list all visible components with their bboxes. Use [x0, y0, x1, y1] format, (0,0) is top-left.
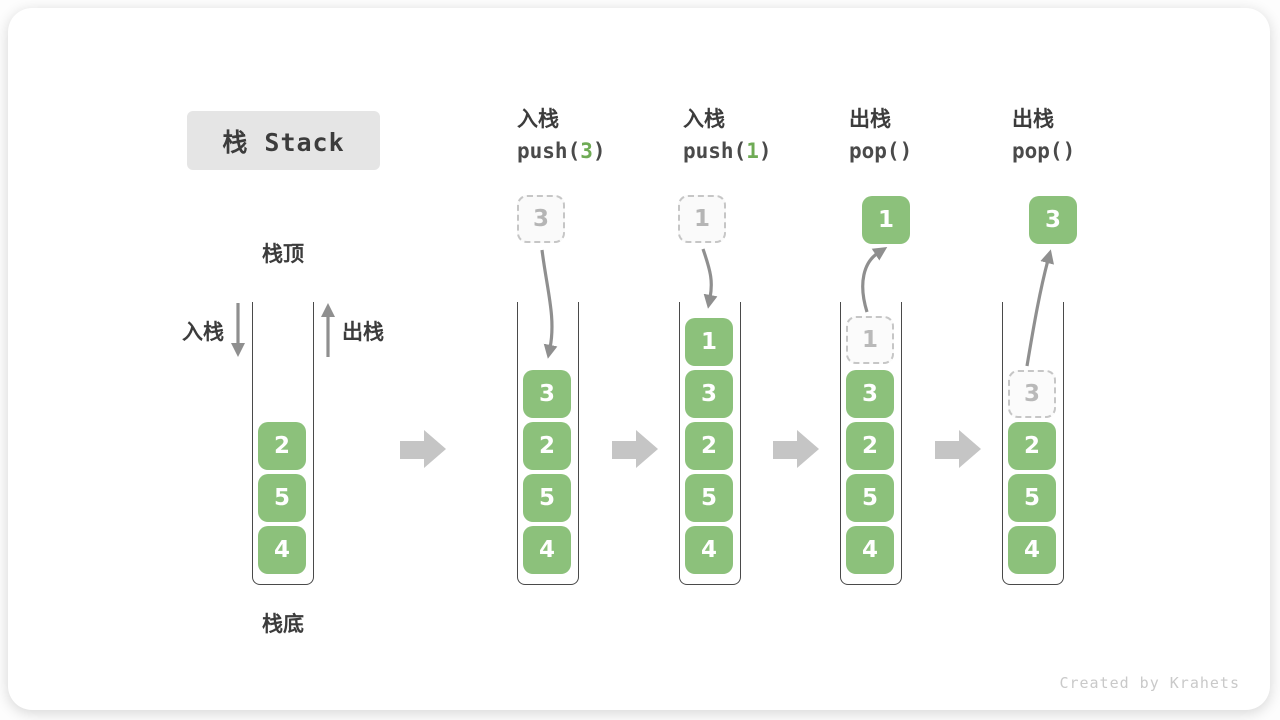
stack-cell: 3 — [685, 370, 733, 418]
stack-cell: 2 — [846, 422, 894, 470]
stack-container-push-1: 1 3 2 5 4 — [679, 302, 741, 585]
stack-cell: 5 — [523, 474, 571, 522]
op-header-pop-3: 出栈 pop() — [1012, 104, 1172, 168]
stack-cell: 3 — [846, 370, 894, 418]
op-code: pop() — [849, 139, 913, 163]
stack-cell: 4 — [846, 526, 894, 574]
floating-value-pop-1: 1 — [862, 196, 910, 244]
stack-cell: 2 — [523, 422, 571, 470]
stack-cell: 2 — [258, 422, 306, 470]
stack-container-pop-3: 3 2 5 4 — [1002, 302, 1064, 585]
stack-cell: 5 — [1008, 474, 1056, 522]
op-code: pop() — [1012, 139, 1076, 163]
stack-cell: 4 — [1008, 526, 1056, 574]
stack-cell: 5 — [258, 474, 306, 522]
stack-cell: 2 — [1008, 422, 1056, 470]
op-title: 入栈 — [683, 107, 725, 131]
op-header-pop-1: 出栈 pop() — [849, 104, 1009, 168]
stack-container-push-3: 3 2 5 4 — [517, 302, 579, 585]
watermark: Created by Krahets — [1059, 674, 1240, 692]
op-title: 入栈 — [517, 107, 559, 131]
stack-cell: 4 — [523, 526, 571, 574]
diagram-title: 栈 Stack — [187, 111, 380, 170]
op-code: push(1) — [683, 139, 772, 163]
stack-container-initial: 2 5 4 — [252, 302, 314, 585]
op-title: 出栈 — [1012, 107, 1054, 131]
push-side-label: 入栈 — [182, 320, 224, 344]
stack-cell: 3 — [523, 370, 571, 418]
floating-value-push-1: 1 — [678, 195, 726, 243]
op-header-push-1: 入栈 push(1) — [683, 104, 843, 168]
stack-bottom-label: 栈底 — [262, 612, 304, 636]
op-header-push-3: 入栈 push(3) — [517, 104, 677, 168]
ghost-cell: 3 — [1008, 370, 1056, 418]
stack-cell: 2 — [685, 422, 733, 470]
op-code: push(3) — [517, 139, 606, 163]
stack-cell: 1 — [685, 318, 733, 366]
stack-cell: 5 — [846, 474, 894, 522]
op-title: 出栈 — [849, 107, 891, 131]
stack-top-label: 栈顶 — [262, 242, 304, 266]
stack-cell: 4 — [685, 526, 733, 574]
floating-value-push-3: 3 — [517, 195, 565, 243]
floating-value-pop-3: 3 — [1029, 196, 1077, 244]
ghost-cell: 1 — [846, 316, 894, 364]
stack-cell: 5 — [685, 474, 733, 522]
stack-cell: 4 — [258, 526, 306, 574]
stack-container-pop-1: 1 3 2 5 4 — [840, 302, 902, 585]
pop-side-label: 出栈 — [342, 320, 384, 344]
